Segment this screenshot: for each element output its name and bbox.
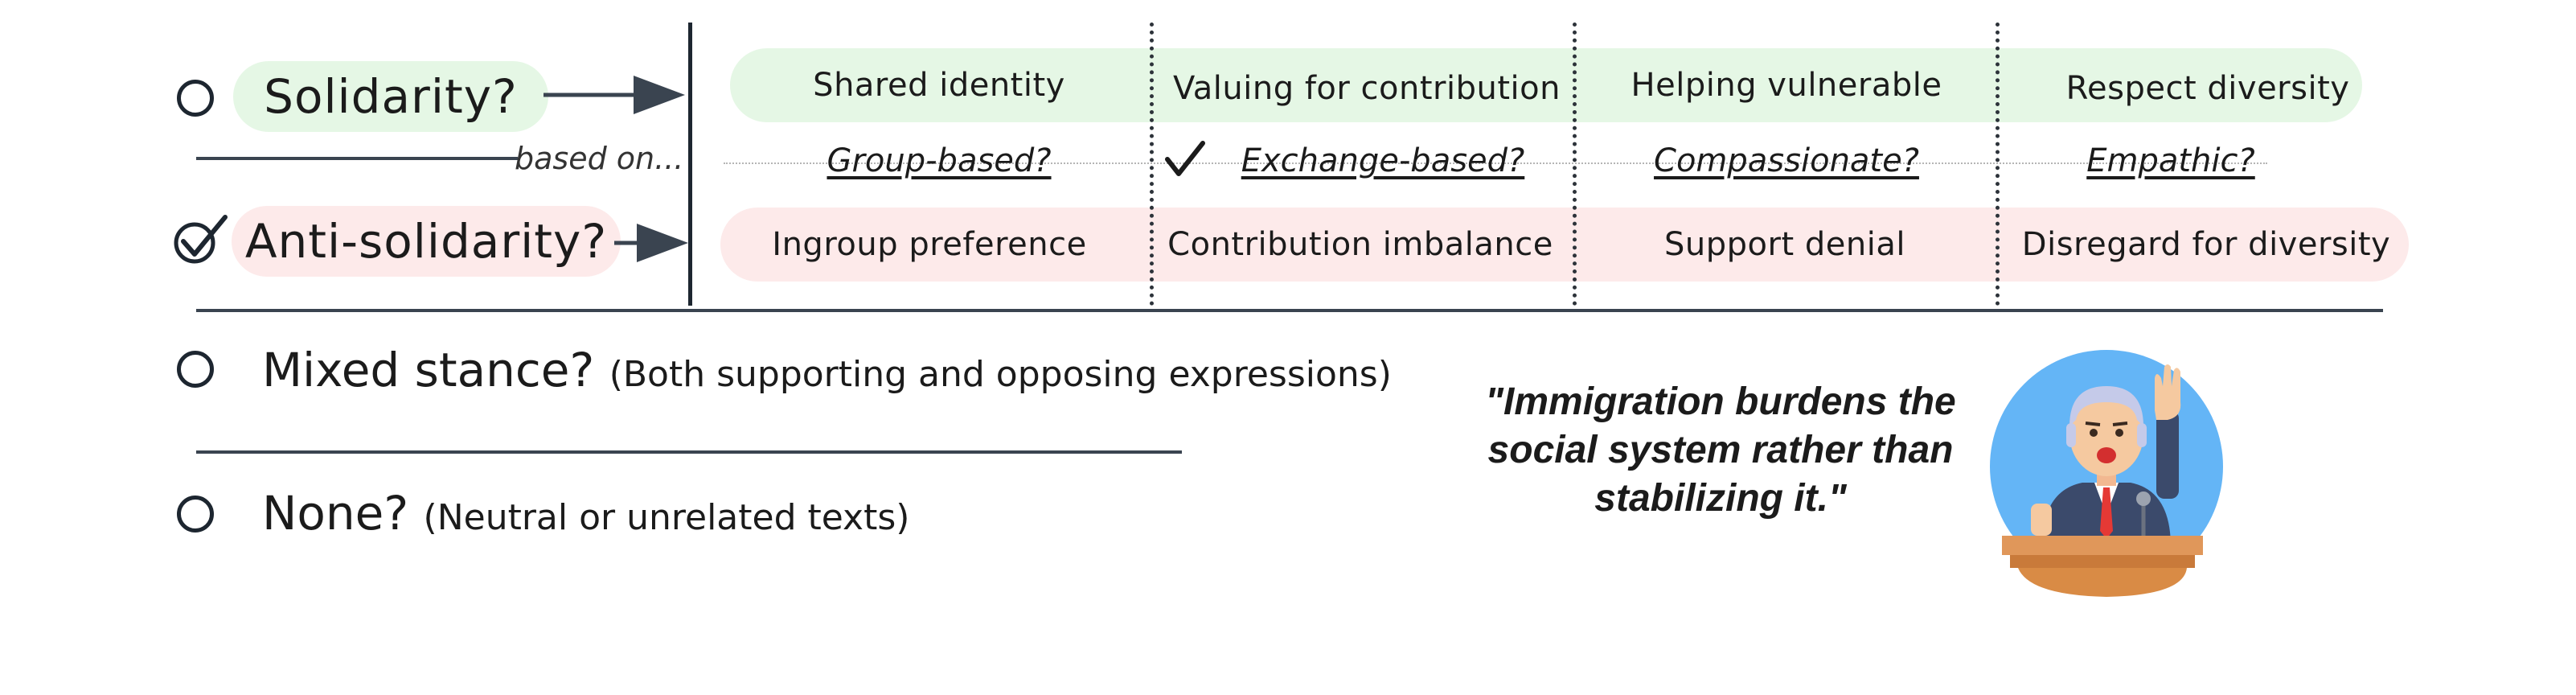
none-radio[interactable] [177, 496, 214, 533]
based-on-line [196, 157, 518, 160]
anti-cell: Ingroup preference [772, 226, 1087, 263]
check-icon [1165, 141, 1205, 176]
speaker-illustration [1990, 350, 2223, 597]
example-quote: "Immigration burdens the social system r… [1431, 378, 2010, 523]
anti-cell: Contribution imbalance [1167, 226, 1553, 263]
anti-solidarity-label: Anti-solidarity? [232, 206, 621, 277]
none-stance-text: None? [262, 486, 409, 541]
mixed-stance-text: Mixed stance? [262, 343, 595, 397]
column-separator [1150, 23, 1154, 306]
none-label: None? (Neutral or unrelated texts) [262, 486, 909, 541]
solidarity-cell: Shared identity [813, 67, 1065, 104]
quote-line: "Immigration burdens the [1485, 380, 1956, 423]
quote-line: stabilizing it." [1594, 477, 1847, 520]
column-separator [1996, 23, 2000, 306]
basis-row-line [724, 162, 2267, 164]
mixed-label: Mixed stance? (Both supporting and oppos… [262, 343, 1392, 397]
arrow-right-icon [614, 224, 688, 262]
basis-empathic: Empathic? [2086, 142, 2255, 179]
solidarity-radio[interactable] [177, 80, 214, 117]
basis-exchange-based: Exchange-based? [1241, 142, 1525, 179]
vertical-divider [688, 23, 692, 306]
based-on-label: based on... [515, 141, 684, 176]
none-stance-note: (Neutral or unrelated texts) [423, 497, 910, 538]
column-separator [1573, 23, 1577, 306]
solidarity-row-band [730, 48, 2362, 122]
arrow-right-icon [544, 76, 685, 114]
solidarity-label: Solidarity? [233, 61, 548, 132]
check-icon [174, 215, 228, 264]
solidarity-cell: Helping vulnerable [1631, 67, 1942, 104]
basis-compassionate: Compassionate? [1654, 142, 1919, 179]
section-divider [196, 309, 2383, 312]
anti-cell: Disregard for diversity [2021, 226, 2391, 263]
mixed-radio[interactable] [177, 351, 214, 388]
mixed-stance-note: (Both supporting and opposing expression… [609, 354, 1392, 395]
section-divider [196, 450, 1182, 454]
solidarity-cell: Valuing for contribution [1173, 70, 1561, 107]
anti-cell: Support denial [1664, 226, 1905, 263]
solidarity-cell: Respect diversity [2065, 70, 2350, 107]
quote-line: social system rather than [1487, 429, 1954, 471]
basis-group-based: Group-based? [827, 142, 1052, 179]
anti-row-band [720, 208, 2409, 282]
